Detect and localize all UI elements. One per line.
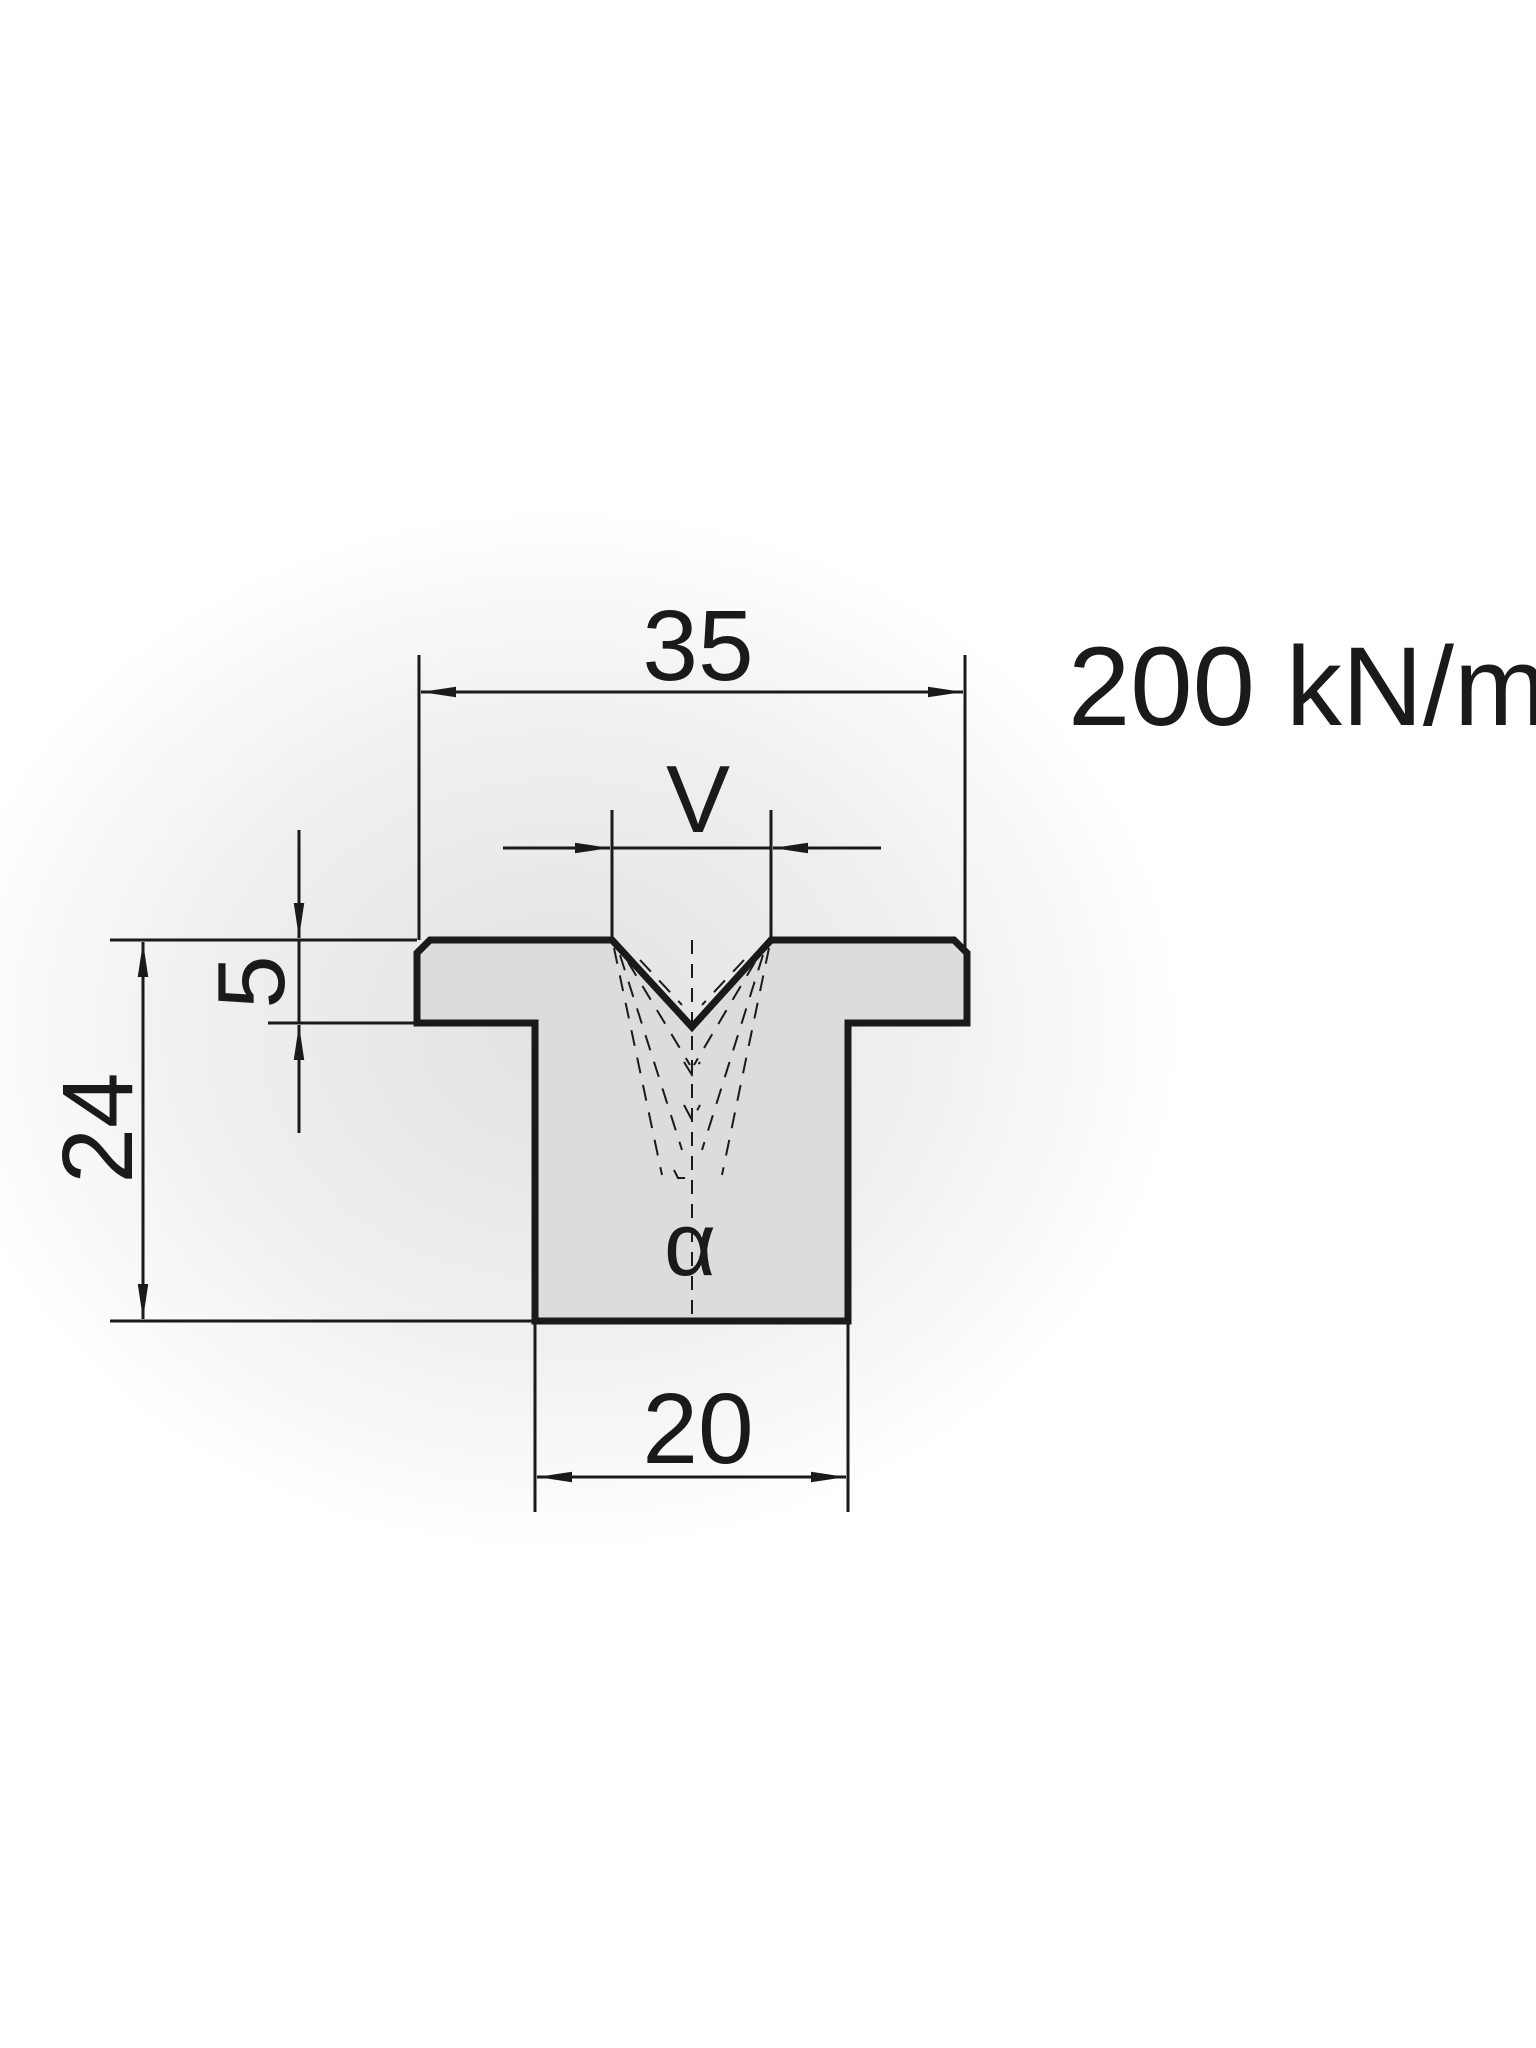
flange-height-label: 5 <box>198 955 305 1008</box>
dimension-width-bottom <box>533 1321 850 1512</box>
width-top-label: 35 <box>642 590 753 702</box>
width-bottom-label: 20 <box>642 1373 753 1485</box>
dimension-flange-height <box>268 830 417 1133</box>
dimension-width-top <box>417 655 967 955</box>
height-total-label: 24 <box>42 1072 154 1183</box>
angle-label: α <box>664 1195 716 1295</box>
angle-rays <box>613 947 770 1179</box>
die-profile <box>413 936 971 1325</box>
dimension-v-opening <box>503 810 881 940</box>
load-rating: 200 kN/m <box>1068 624 1536 749</box>
v-opening-label: V <box>666 746 730 853</box>
dimension-height-total <box>110 938 535 1323</box>
